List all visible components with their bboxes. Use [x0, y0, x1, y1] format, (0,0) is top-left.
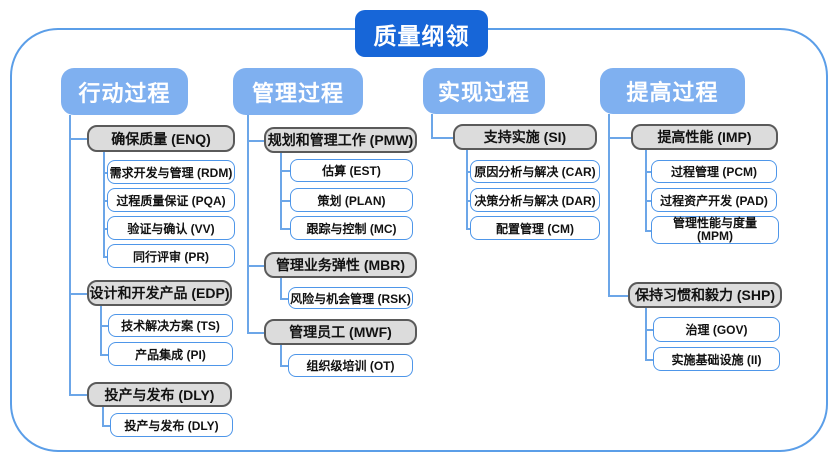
connector [280, 278, 282, 298]
connector [103, 256, 107, 258]
connector [466, 228, 470, 230]
connector [645, 200, 651, 202]
connector [69, 394, 87, 396]
connector [103, 172, 107, 174]
column-header-improvement-process: 提高过程 [600, 68, 745, 114]
connector [280, 228, 290, 230]
connector [280, 345, 282, 365]
node-pcm: 过程管理 (PCM) [651, 160, 777, 183]
column-header-management-process: 管理过程 [233, 68, 363, 115]
node-si: 支持实施 (SI) [453, 124, 597, 150]
connector [100, 306, 102, 354]
connector [280, 298, 288, 300]
connector [280, 200, 290, 202]
connector [280, 153, 282, 228]
diagram-title: 质量纲领 [355, 10, 488, 57]
connector [103, 152, 105, 256]
connector [431, 137, 453, 139]
node-enq: 确保质量 (ENQ) [87, 125, 235, 152]
connector [280, 170, 290, 172]
connector [466, 200, 470, 202]
connector [69, 115, 71, 394]
node-dly-group: 投产与发布 (DLY) [87, 382, 232, 407]
node-shp: 保持习惯和毅力 (SHP) [628, 282, 782, 308]
node-edp: 设计和开发产品 (EDP) [87, 280, 232, 306]
node-ii: 实施基础设施 (II) [653, 347, 780, 371]
node-pad: 过程资产开发 (PAD) [651, 188, 777, 212]
connector [103, 200, 107, 202]
connector [645, 230, 651, 232]
connector [608, 114, 610, 295]
connector [102, 425, 110, 427]
node-pqa: 过程质量保证 (PQA) [107, 188, 235, 212]
connector [247, 265, 264, 267]
node-dar: 决策分析与解决 (DAR) [470, 188, 600, 212]
connector [103, 228, 107, 230]
node-plan: 策划 (PLAN) [290, 188, 413, 212]
node-rdm: 需求开发与管理 (RDM) [107, 160, 235, 184]
node-ts: 技术解决方案 (TS) [108, 314, 233, 337]
node-est: 估算 (EST) [290, 159, 413, 182]
connector [69, 293, 87, 295]
connector [280, 365, 288, 367]
connector [431, 114, 433, 137]
connector [247, 332, 264, 334]
connector [645, 359, 653, 361]
node-dly: 投产与发布 (DLY) [110, 413, 233, 437]
connector [69, 138, 87, 140]
node-cm: 配置管理 (CM) [470, 216, 600, 240]
connector [466, 150, 468, 228]
connector [645, 171, 651, 173]
node-rsk: 风险与机会管理 (RSK) [288, 287, 413, 309]
connector [247, 140, 264, 142]
column-header-action-process: 行动过程 [61, 68, 188, 115]
node-pmw: 规划和管理工作 (PMW) [264, 127, 417, 153]
connector [247, 115, 249, 332]
node-mwf: 管理员工 (MWF) [264, 319, 417, 345]
connector [645, 308, 647, 359]
connector [100, 354, 108, 356]
connector [608, 137, 631, 139]
connector [100, 325, 108, 327]
node-ot: 组织级培训 (OT) [288, 354, 413, 377]
node-gov: 治理 (GOV) [653, 317, 780, 342]
connector [645, 150, 647, 230]
connector [608, 295, 628, 297]
node-mc: 跟踪与控制 (MC) [290, 216, 413, 240]
node-pi: 产品集成 (PI) [108, 342, 233, 366]
connector [466, 171, 470, 173]
node-mbr: 管理业务弹性 (MBR) [264, 252, 417, 278]
column-header-implementation-process: 实现过程 [423, 68, 545, 114]
node-imp: 提高性能 (IMP) [631, 124, 778, 150]
node-car: 原因分析与解决 (CAR) [470, 160, 600, 183]
node-mpm: 管理性能与度量 (MPM) [651, 216, 779, 244]
node-vv: 验证与确认 (VV) [107, 216, 235, 240]
connector [645, 329, 653, 331]
connector [102, 407, 104, 425]
node-pr: 同行评审 (PR) [107, 244, 235, 268]
